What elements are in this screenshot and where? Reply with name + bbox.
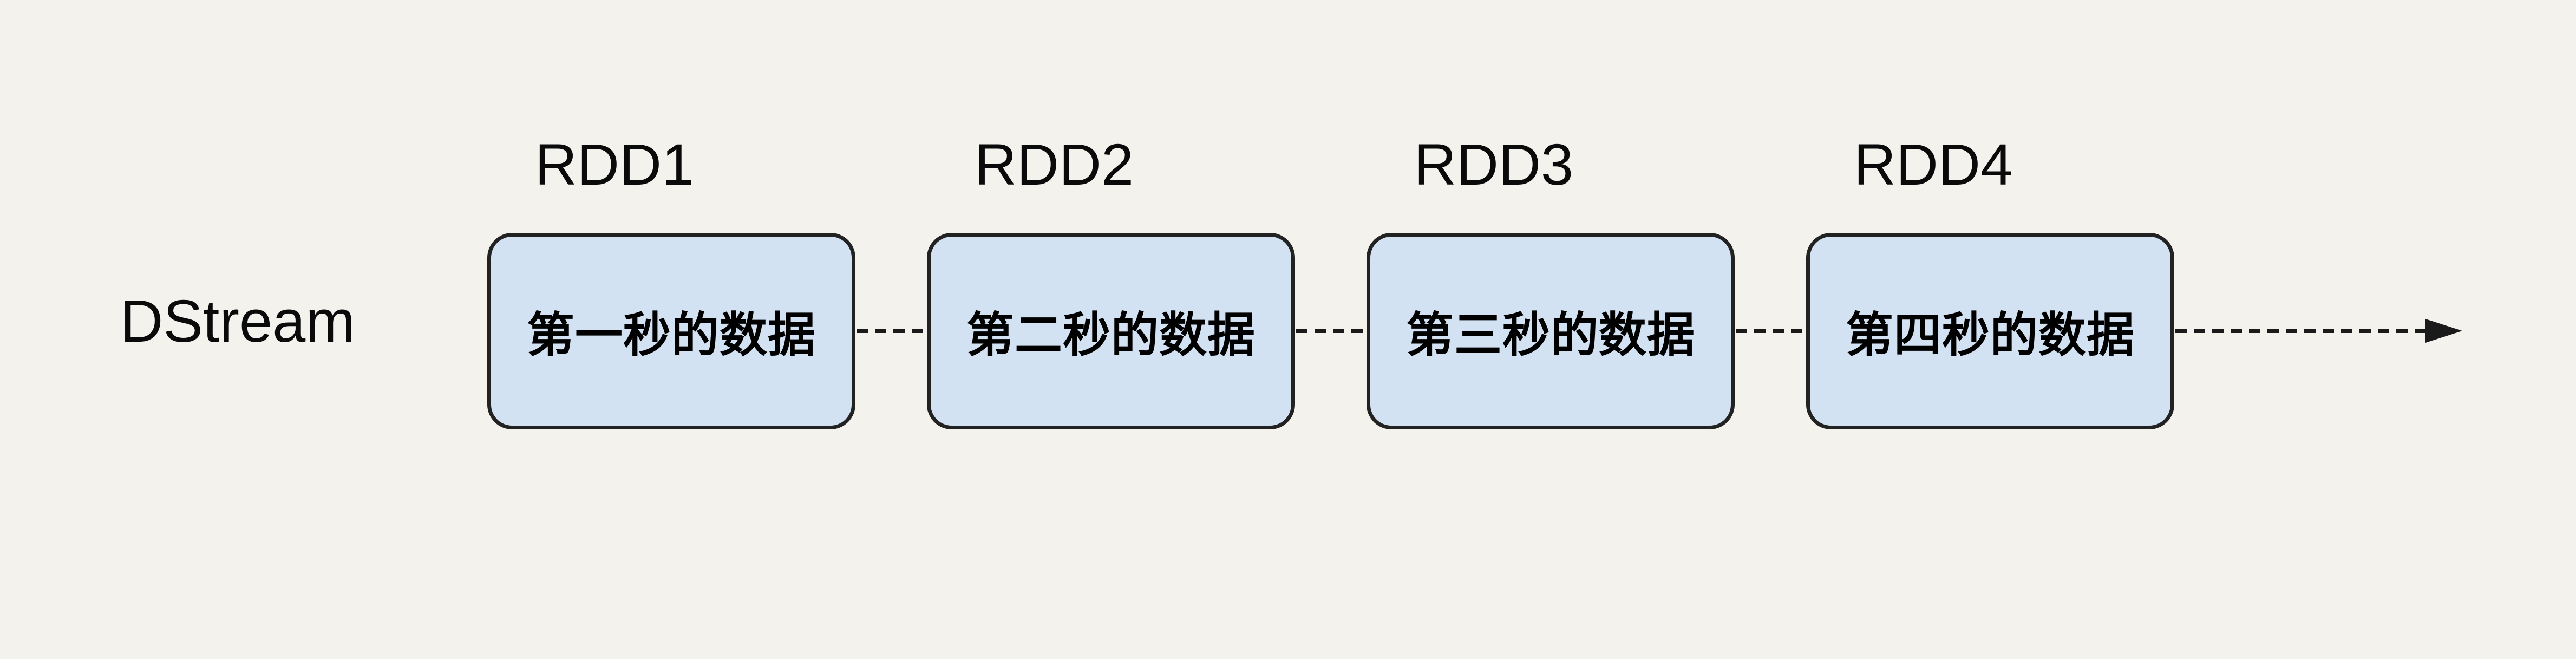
rdd3-label: RDD3 (1414, 132, 1574, 197)
rdd1-box: 第一秒的数据 (487, 233, 855, 429)
rdd4-box-text: 第四秒的数据 (1845, 308, 2135, 362)
rdd1-label: RDD1 (534, 132, 695, 197)
rdd1-box-text: 第一秒的数据 (526, 308, 816, 362)
rdd3-box: 第三秒的数据 (1367, 233, 1735, 429)
rdd4-label: RDD4 (1853, 132, 2013, 197)
rdd2-label: RDD2 (974, 132, 1134, 197)
arrow-right-icon (2425, 319, 2462, 343)
dstream-label: DStream (120, 288, 355, 355)
rdd4-box: 第四秒的数据 (1806, 233, 2174, 429)
rdd2-box-text: 第二秒的数据 (966, 308, 1256, 362)
rdd3-box-text: 第三秒的数据 (1405, 308, 1695, 362)
rdd2-box: 第二秒的数据 (927, 233, 1295, 429)
